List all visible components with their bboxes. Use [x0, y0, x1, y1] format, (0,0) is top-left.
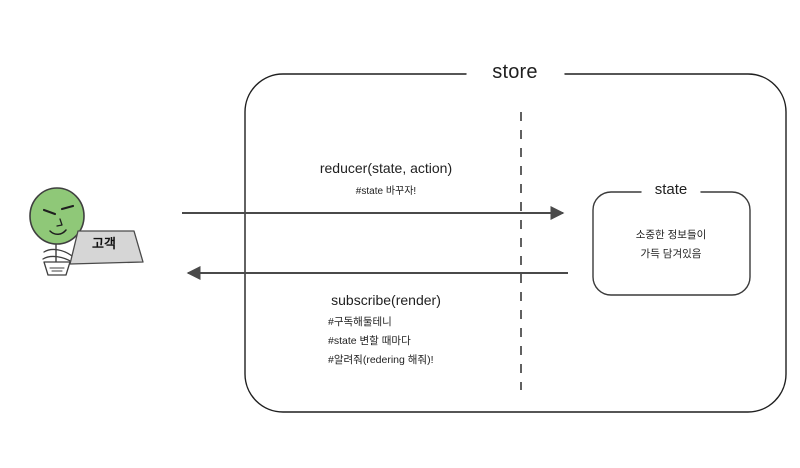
figure-eye-left — [42, 208, 57, 216]
dispatch-flow-note: #state 바꾸자! — [355, 186, 417, 197]
laptop-screen — [69, 230, 144, 265]
customer-figure — [29, 187, 85, 276]
figure-base-detail — [49, 267, 65, 272]
state-body-line: 가득 담겨있음 — [640, 248, 702, 261]
subscribe-flow-note: #state 변할 때마다 — [328, 335, 411, 348]
subscribe-flow-note: #알려줘(redering 해줘)! — [328, 354, 434, 367]
state-body: 소중한 정보들이 가득 담겨있음 — [636, 229, 707, 267]
figure-mouth — [49, 229, 67, 235]
figure-nose — [56, 218, 63, 227]
state-frame — [592, 191, 751, 296]
customer-laptop-label: 고객 — [92, 236, 116, 251]
state-title: state — [647, 181, 695, 199]
figure-arms — [42, 248, 73, 263]
store-title: store — [483, 61, 547, 84]
state-body-line: 소중한 정보들이 — [635, 229, 707, 241]
subscribe-flow-note: #구독해둘테니 — [328, 316, 392, 328]
figure-head — [29, 187, 85, 245]
subscribe-flow-notes: #구독해둘테니 #state 변할 때마다 #알려줘(redering 해줘)! — [328, 316, 434, 373]
subscribe-flow-title: subscribe(render) — [331, 292, 441, 308]
store-frame — [244, 73, 787, 413]
dispatch-flow-title: reducer(state, action) — [319, 160, 453, 176]
figure-eye-right — [60, 204, 75, 211]
